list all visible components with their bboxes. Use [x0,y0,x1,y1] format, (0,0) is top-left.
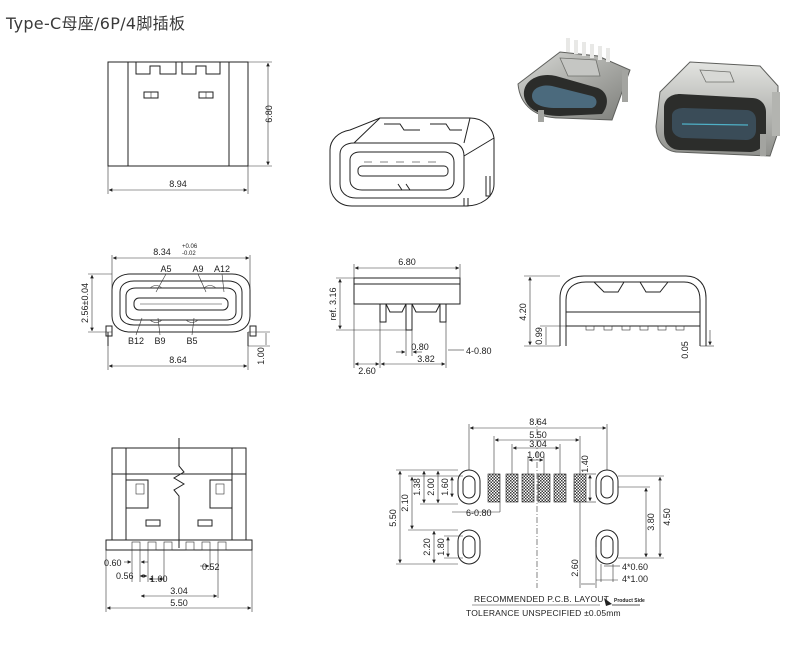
iso-420-dim: 4.20 [518,303,528,321]
front-tol-plus: +0.06 [182,244,198,250]
pcb-100-dim: 1.00 [527,450,545,460]
iso-side-view: 4.20 0.99 0.05 [518,275,714,359]
pcb-864-dim: 8.64 [529,417,547,427]
pcb-550-dim: 5.50 [529,430,547,440]
front-width-dim: 8.34 [153,247,171,257]
pcb-4x100-dim: 4*1.00 [622,574,648,584]
connector-photo-left [517,38,631,122]
tolerance-note: TOLERANCE UNSPECIFIED ±0.05mm [466,608,621,618]
bottom-view: 0.60 0.52 0.56 1.00 3.04 5.50 [104,438,253,612]
pin-b9: B9 [154,336,165,346]
side-260-dim: 2.60 [358,366,376,376]
pcb-304-dim: 3.04 [529,439,547,449]
pcb-4x060-dim: 4*0.60 [622,562,648,572]
pcb-layout: 8.64 5.50 3.04 1.00 1.40 5.50 2.10 1.38 … [388,417,672,618]
side-top-dim: 6.80 [398,257,416,267]
pcb-6x080-dim: 6-0.80 [466,508,492,518]
pcb-260-dim: 2.60 [570,559,580,577]
pcb-180-dim: 1.80 [436,538,446,556]
side-080-dim: 0.80 [411,342,429,352]
isometric-line-view [329,117,495,207]
connector-photo-right [655,61,780,157]
front-view: A5 A9 A12 B12 B9 B5 8.34 +0.06 -0.02 2.5… [80,244,270,370]
pcb-210-dim: 2.10 [400,494,410,512]
front-left-height-dim: 2.56±0.04 [80,283,90,323]
bottom-060-dim: 0.60 [104,558,122,568]
pin-a5: A5 [160,264,171,274]
front-pin-length-dim: 1.00 [256,347,266,365]
pcb-200-dim: 2.00 [426,478,436,496]
pcb-380-dim: 3.80 [646,513,656,531]
side-ref-dim: ref. 3.16 [328,287,338,320]
front-tol-minus: -0.02 [182,251,196,257]
side-4x080-dim: 4-0.80 [466,346,492,356]
side-view: 6.80 ref. 3.16 0.80 2.60 3.82 4-0.80 [328,257,492,376]
pin-a9: A9 [192,264,203,274]
pcb-layout-note: RECOMMENDED P.C.B. LAYOUT [474,594,609,604]
side-382-dim: 3.82 [417,354,435,364]
top-view: 6.80 8.94 [107,61,274,194]
pcb-160-dim: 1.60 [440,478,450,496]
top-width-dim: 8.94 [169,179,187,189]
pcb-450-dim: 4.50 [662,508,672,526]
iso-005-dim: 0.05 [680,341,690,359]
pin-b12: B12 [128,336,144,346]
pin-a12: A12 [214,264,230,274]
bottom-550-dim: 5.50 [170,598,188,608]
bottom-052-dim: 0.52 [202,562,220,572]
pcb-550v-dim: 5.50 [388,509,398,527]
pin-b5: B5 [186,336,197,346]
iso-099-dim: 0.99 [534,327,544,345]
front-base-dim: 8.64 [169,355,187,365]
bottom-056-dim: 0.56 [116,571,134,581]
top-height-dim: 6.80 [264,105,274,123]
pcb-140-dim: 1.40 [580,455,590,473]
pcb-138-dim: 1.38 [412,478,422,496]
bottom-304-dim: 3.04 [170,586,188,596]
pcb-220-dim: 2.20 [422,538,432,556]
page-title: Type-C母座/6P/4脚插板 [6,14,186,33]
product-side-label: Product Side [614,598,645,604]
